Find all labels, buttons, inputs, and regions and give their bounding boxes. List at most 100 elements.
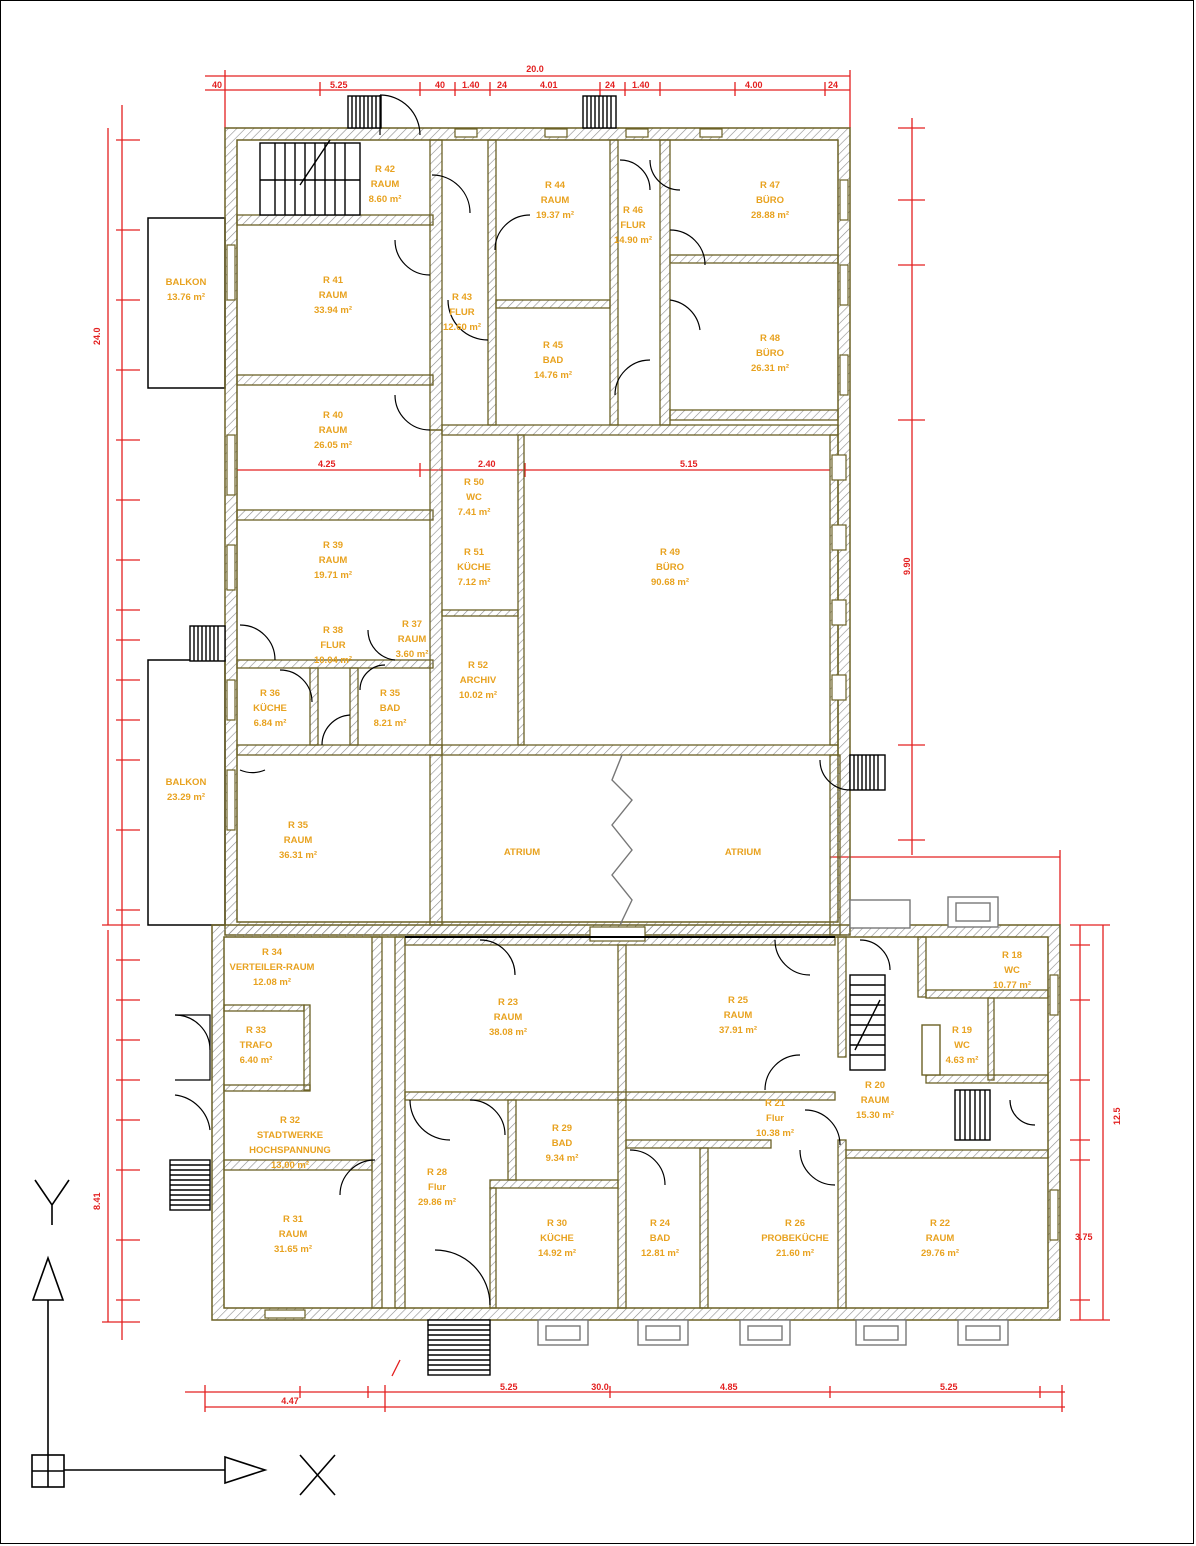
room-label-line: RAUM <box>494 1012 523 1023</box>
room-label-line: R 44 <box>545 180 566 191</box>
light-wells <box>537 896 1009 1346</box>
svg-text:40: 40 <box>212 80 222 90</box>
room-label-line: R 52 <box>468 660 488 671</box>
room-label-line: ATRIUM <box>504 847 540 858</box>
room-label-line: HOCHSPANNUNG <box>249 1145 331 1156</box>
svg-text:4.47: 4.47 <box>281 1396 299 1406</box>
svg-text:4.01: 4.01 <box>540 80 558 90</box>
room-label-r42: R 42 RAUM 8.60 m² <box>369 164 402 205</box>
room-label-line: R 37 <box>402 619 422 630</box>
room-label-line: Flur <box>766 1113 784 1124</box>
room-label-line: RAUM <box>319 555 348 566</box>
room-label-line: RAUM <box>861 1095 890 1106</box>
room-label-line: BAD <box>650 1233 671 1244</box>
svg-text:1.40: 1.40 <box>632 80 650 90</box>
room-label-atrium1: ATRIUM <box>504 847 540 858</box>
svg-text:24: 24 <box>497 80 507 90</box>
room-label-r35: R 35 RAUM 36.31 m² <box>279 820 317 861</box>
room-label-line: 12.60 m² <box>443 322 481 333</box>
room-label-line: WC <box>466 492 482 503</box>
room-label-line: 4.63 m² <box>946 1055 979 1066</box>
room-label-line: KÜCHE <box>457 562 491 573</box>
room-label-line: R 42 <box>375 164 395 175</box>
room-label-line: WC <box>954 1040 970 1051</box>
room-label-line: 14.92 m² <box>538 1248 576 1259</box>
room-label-line: R 31 <box>283 1214 304 1225</box>
room-label-line: 7.12 m² <box>458 577 491 588</box>
room-label-line: STADTWERKE <box>257 1130 323 1141</box>
room-label-line: R 26 <box>785 1218 805 1229</box>
room-label-line: R 29 <box>552 1123 572 1134</box>
room-label-line: R 39 <box>323 540 343 551</box>
room-label-line: R 33 <box>246 1025 266 1036</box>
room-label-line: 8.21 m² <box>374 718 407 729</box>
room-label-line: R 30 <box>547 1218 567 1229</box>
svg-text:24.0: 24.0 <box>92 327 102 345</box>
svg-text:9.90: 9.90 <box>902 557 912 575</box>
room-label-line: 90.68 m² <box>651 577 689 588</box>
svg-text:5.25: 5.25 <box>500 1382 518 1392</box>
room-label-line: R 23 <box>498 997 518 1008</box>
room-label-line: FLUR <box>449 307 474 318</box>
room-label-line: BÜRO <box>756 195 784 206</box>
interior-walls <box>223 139 1049 1309</box>
room-label-line: BAD <box>543 355 564 366</box>
room-label-line: RAUM <box>371 179 400 190</box>
room-label-line: 36.31 m² <box>279 850 317 861</box>
room-label-line: R 20 <box>865 1080 885 1091</box>
svg-text:24: 24 <box>828 80 838 90</box>
room-label-line: FLUR <box>620 220 645 231</box>
room-label-line: R 41 <box>323 275 344 286</box>
room-label-line: ATRIUM <box>725 847 761 858</box>
room-label-line: R 35 <box>288 820 309 831</box>
room-label-line: 12.08 m² <box>253 977 291 988</box>
exterior-wall-upper <box>224 127 851 936</box>
room-label-line: 9.34 m² <box>546 1153 579 1164</box>
room-label-line: R 45 <box>543 340 564 351</box>
ucs-axis-icon <box>31 1179 336 1496</box>
room-label-line: 6.84 m² <box>254 718 287 729</box>
atrium-partition <box>611 754 633 926</box>
svg-text:1.40: 1.40 <box>462 80 480 90</box>
room-label-line: 14.76 m² <box>534 370 572 381</box>
room-label-line: RAUM <box>284 835 313 846</box>
svg-text:5.15: 5.15 <box>680 459 698 469</box>
svg-text:40: 40 <box>435 80 445 90</box>
room-label-line: RAUM <box>398 634 427 645</box>
room-label-line: 14.90 m² <box>614 235 652 246</box>
room-label-line: RAUM <box>541 195 570 206</box>
room-label-line: 8.60 m² <box>369 194 402 205</box>
room-label-line: 28.88 m² <box>751 210 789 221</box>
room-label-line: VERTEILER-RAUM <box>230 962 315 973</box>
room-label-line: R 50 <box>464 477 484 488</box>
room-label-line: 37.91 m² <box>719 1025 757 1036</box>
room-label-line: R 24 <box>650 1218 671 1229</box>
room-label-line: R 43 <box>452 292 472 303</box>
room-label-line: 29.86 m² <box>418 1197 456 1208</box>
room-label-line: BALKON <box>166 777 207 788</box>
